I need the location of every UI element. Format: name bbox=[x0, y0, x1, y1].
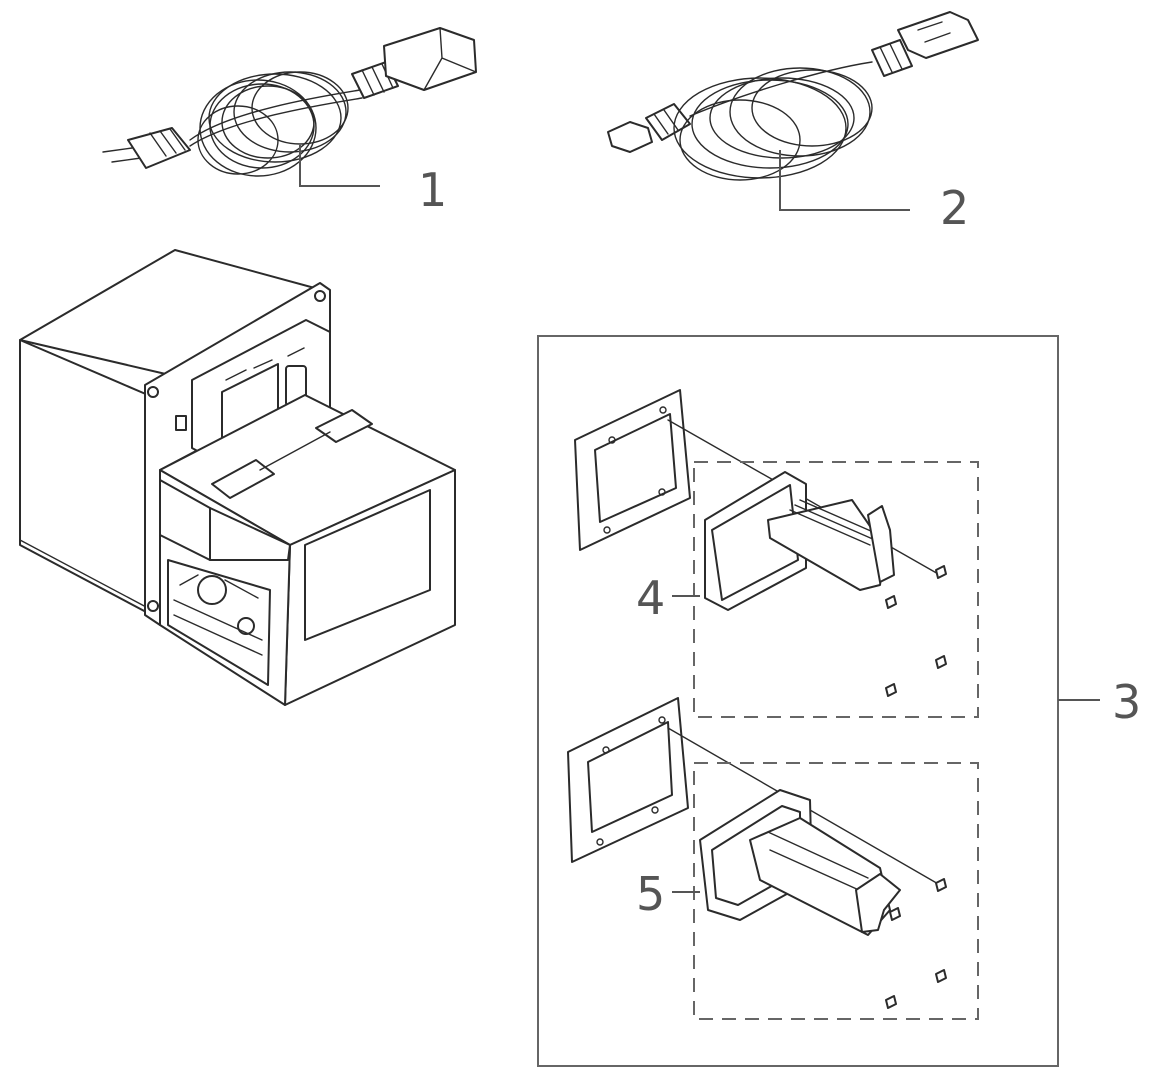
usb-cable: 2 bbox=[607, 11, 979, 235]
cutter-screws bbox=[885, 565, 947, 697]
power-cord: 1 bbox=[102, 27, 477, 217]
callout-4: 4 bbox=[636, 571, 665, 625]
peeler-screws bbox=[885, 878, 947, 1009]
usb-a-connector bbox=[897, 11, 979, 59]
cutter-kit: 4 bbox=[574, 389, 979, 718]
cutter-dashed-box bbox=[693, 461, 979, 718]
side-window bbox=[304, 489, 431, 641]
hinge-right bbox=[315, 409, 373, 443]
callout-3: 3 bbox=[1112, 675, 1141, 729]
cutter-lever bbox=[867, 505, 895, 583]
peeler-knob bbox=[855, 873, 901, 933]
callout-1: 1 bbox=[418, 163, 447, 217]
cutter-blade bbox=[767, 499, 886, 591]
callout-2: 2 bbox=[940, 181, 969, 235]
plug-body bbox=[127, 127, 191, 169]
usb-b-connector bbox=[607, 121, 653, 153]
kit-frame: 3 bbox=[537, 335, 1141, 1067]
peeler-roller bbox=[749, 817, 891, 936]
hinge-left bbox=[211, 459, 275, 499]
peeler-kit: 5 bbox=[567, 697, 979, 1020]
callout-5: 5 bbox=[636, 867, 665, 921]
printer-unit bbox=[19, 249, 456, 706]
plug-prongs bbox=[102, 147, 142, 163]
